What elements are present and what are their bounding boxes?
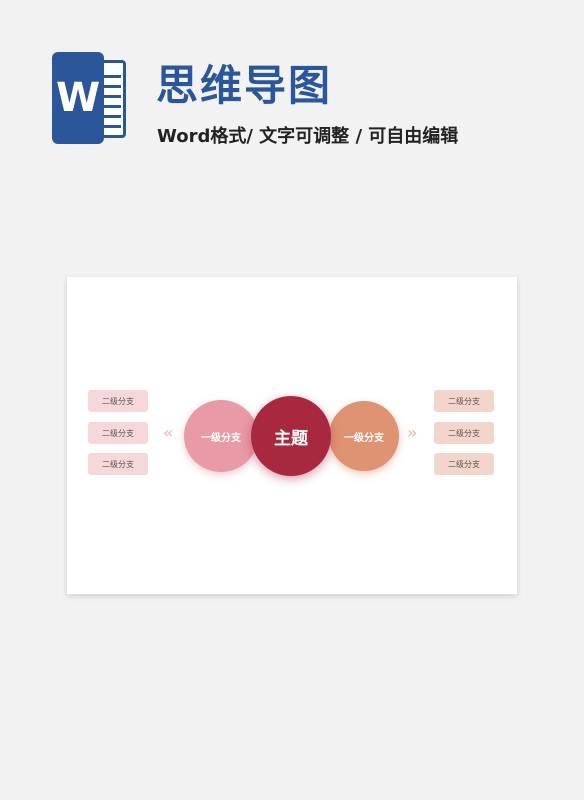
mindmap-card: 二级分支 二级分支 二级分支 « 一级分支 一级分支 主题 » 二级分支 二级分… — [67, 277, 517, 594]
left-primary-branch[interactable]: 一级分支 — [184, 400, 258, 472]
left-chevron-icon: « — [163, 423, 174, 442]
right-primary-branch[interactable]: 一级分支 — [329, 401, 399, 471]
page-title: 思维导图 — [156, 61, 333, 110]
right-chevron-icon: » — [407, 423, 418, 442]
left-sub-branch-3[interactable]: 二级分支 — [88, 453, 148, 475]
left-sub-branch-2[interactable]: 二级分支 — [88, 422, 148, 444]
right-sub-branch-3[interactable]: 二级分支 — [434, 453, 494, 475]
word-badge: W — [52, 52, 104, 144]
logo-letter: W — [55, 75, 101, 121]
right-sub-branch-2[interactable]: 二级分支 — [434, 422, 494, 444]
page-subtitle: Word格式/ 文字可调整 / 可自由编辑 — [157, 126, 459, 147]
word-logo-icon: W — [52, 52, 128, 144]
right-sub-branch-1[interactable]: 二级分支 — [434, 390, 494, 412]
left-sub-branch-1[interactable]: 二级分支 — [88, 390, 148, 412]
central-topic[interactable]: 主题 — [251, 396, 331, 476]
